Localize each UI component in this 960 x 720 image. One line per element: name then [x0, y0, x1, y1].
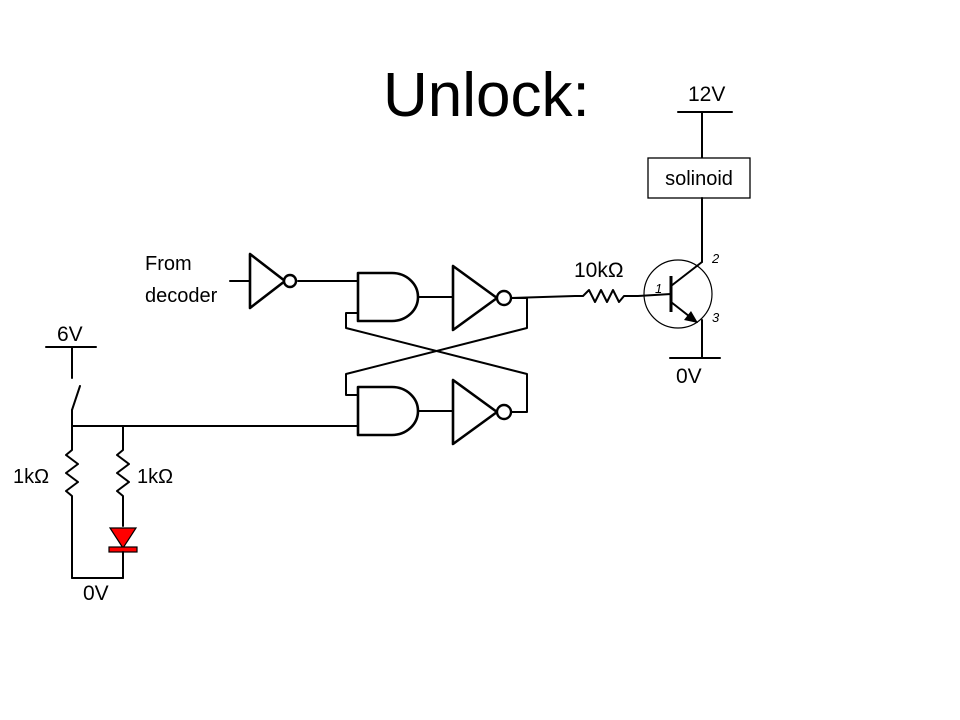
and-gate-lower — [356, 385, 420, 437]
transistor-collector-lead — [670, 261, 703, 287]
resistor-left — [65, 425, 79, 579]
latch-inverter-lower — [451, 378, 499, 446]
page-title: Unlock: — [383, 61, 590, 130]
input-label-line2: decoder — [145, 285, 218, 307]
resistor-right — [116, 425, 130, 527]
supply-12v-label: 12V — [688, 83, 725, 106]
base-resistor — [574, 289, 672, 303]
ground-label-transistor: 0V — [676, 365, 702, 388]
base-resistor-label: 10kΩ — [574, 259, 624, 282]
pin-collector-label: 2 — [711, 251, 720, 266]
and-gate-upper — [356, 271, 420, 323]
solenoid-box — [647, 157, 751, 199]
latch-inverter-lower-bubble — [495, 403, 513, 421]
latch-inverter-upper — [451, 264, 499, 332]
led-triangle — [108, 527, 138, 550]
input-inverter-bubble — [282, 273, 298, 289]
switch-blade — [71, 385, 81, 411]
pin-emitter-label: 3 — [712, 310, 720, 325]
pin-base-label: 1 — [655, 281, 662, 296]
resistor-left-label: 1kΩ — [13, 466, 49, 488]
input-inverter — [248, 252, 287, 310]
led — [108, 527, 138, 553]
input-label-line1: From — [145, 253, 192, 275]
ground-label-left: 0V — [83, 582, 109, 605]
solenoid-label: solinoid — [665, 168, 733, 190]
npn-transistor: 2 1 3 — [643, 251, 720, 329]
resistor-right-label: 1kΩ — [137, 466, 173, 488]
emitter-arrow-icon — [684, 311, 698, 323]
latch-inverter-upper-bubble — [495, 289, 513, 307]
transistor-envelope — [643, 259, 713, 329]
supply-6v-label: 6V — [57, 323, 83, 346]
feedback-lower-to-upper — [345, 312, 528, 413]
